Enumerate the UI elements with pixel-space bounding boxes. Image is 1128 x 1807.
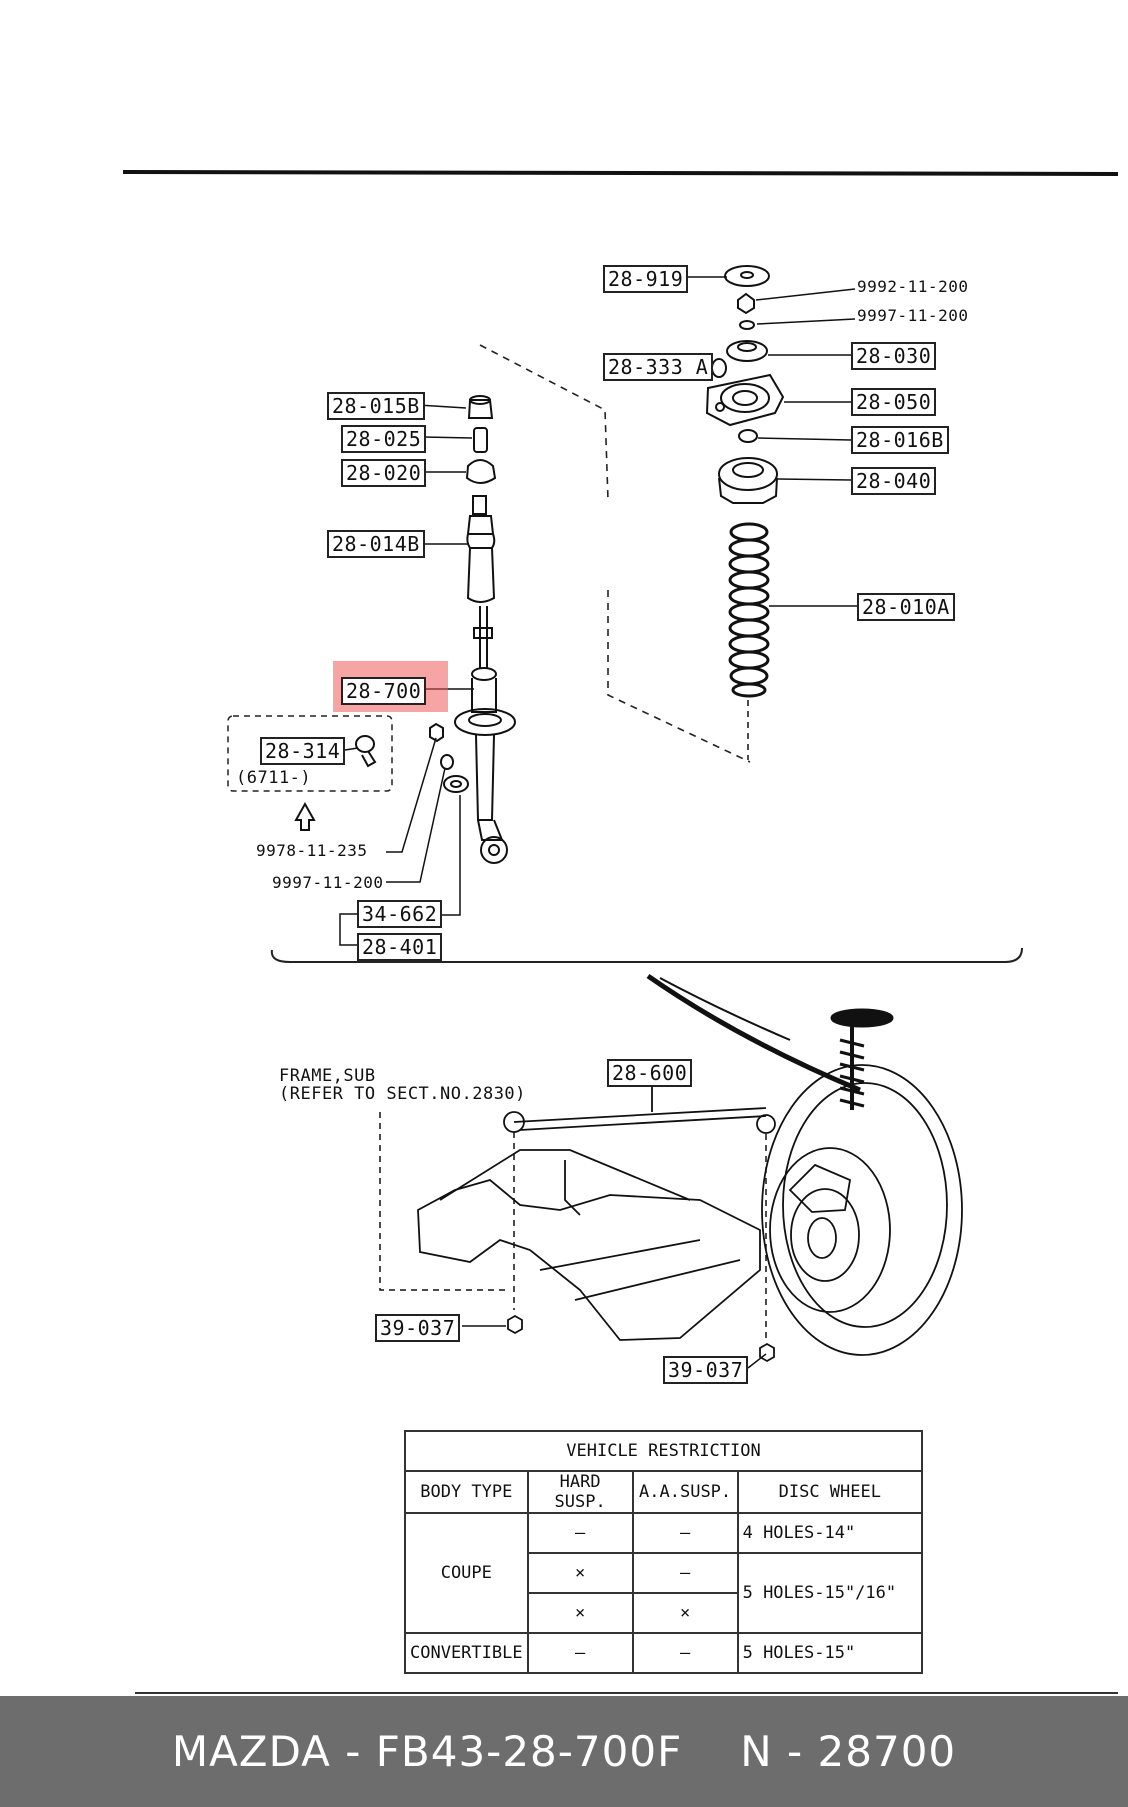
- header-body-type: BODY TYPE: [404, 1470, 529, 1514]
- header-aa-susp: A.A.SUSP.: [631, 1470, 739, 1514]
- cell-wheel: 5 HOLES-15"/16": [736, 1552, 924, 1634]
- table-row: COUPE – – 4 HOLES-14": [404, 1512, 924, 1634]
- header-hard-susp: HARD SUSP.: [526, 1470, 634, 1514]
- part-label-28-015b[interactable]: 28-015B: [327, 392, 425, 420]
- part-label-28-314[interactable]: 28-314: [260, 737, 346, 765]
- cell-aa: –: [631, 1632, 739, 1674]
- rear-strut-assembly: [830, 1008, 894, 1110]
- seat-28-040: [718, 457, 778, 491]
- footer-bar: MAZDA - FB43-28-700F N - 28700: [0, 1696, 1128, 1807]
- frame-note-line2: (REFER TO SECT.NO.2830): [279, 1084, 526, 1104]
- cell-hard: –: [526, 1632, 634, 1674]
- section-bracket: [270, 947, 1023, 963]
- upper-mount-stack: [705, 265, 785, 760]
- arrow-up-icon: [294, 801, 316, 831]
- body-panel: [646, 973, 861, 1093]
- part-label-28-050[interactable]: 28-050: [851, 388, 937, 416]
- part-number-6711: (6711-): [236, 768, 312, 788]
- shock-stack: [294, 395, 516, 864]
- table-title: VEHICLE RESTRICTION: [404, 1430, 923, 1472]
- subframe: [417, 1179, 761, 1341]
- shock-absorber-28-700: [454, 606, 516, 864]
- footer-part-number: MAZDA - FB43-28-700F: [171, 1727, 683, 1776]
- bushing-28-015b: [467, 399, 494, 419]
- subframe-ref: [379, 1112, 506, 1291]
- footer-reference: N - 28700: [740, 1727, 957, 1776]
- part-number-9978-11-235: 9978-11-235: [256, 841, 368, 860]
- option-box-28-314: [227, 715, 393, 792]
- wheel-tire: [761, 1064, 963, 1356]
- strut-group-outline: [479, 344, 751, 763]
- table-row: CONVERTIBLE – – 5 HOLES-15": [404, 1632, 924, 1674]
- table-row: × – 5 HOLES-15"/16": [405, 1552, 924, 1634]
- part-number-9997-11-200-top: 9997-11-200: [857, 306, 969, 325]
- part-number-9992-11-200: 9992-11-200: [857, 277, 969, 296]
- nut-39-037-right: [759, 1342, 775, 1363]
- mount-28-050: [705, 373, 785, 427]
- collar-28-025: [473, 427, 488, 453]
- spring-seat: [454, 708, 516, 736]
- footer-caption: MAZDA - FB43-28-700F N - 28700: [0, 1696, 1128, 1807]
- part-label-28-030[interactable]: 28-030: [851, 342, 937, 370]
- bolt-28-314: [355, 735, 377, 768]
- boot-28-014b: [466, 495, 496, 603]
- part-label-28-025[interactable]: 28-025: [341, 425, 427, 453]
- top-rule: [122, 170, 1119, 176]
- table-row: × ×: [405, 1592, 922, 1634]
- washer-9997-bottom: [440, 754, 454, 770]
- bushing-28-016b: [738, 429, 758, 443]
- car-assembly: [379, 973, 963, 1363]
- part-label-28-040[interactable]: 28-040: [851, 467, 937, 495]
- nut-39-037-left: [507, 1314, 523, 1335]
- part-label-28-020[interactable]: 28-020: [341, 459, 427, 487]
- part-label-28-014b[interactable]: 28-014B: [327, 530, 425, 558]
- brake-disc: [769, 1147, 891, 1313]
- part-label-39-037-left[interactable]: 39-037: [375, 1314, 461, 1342]
- nut-28-333a: [711, 358, 727, 378]
- washer-28-919: [724, 265, 770, 287]
- cell-body-coupe: COUPE: [404, 1512, 529, 1634]
- cell-hard: ×: [526, 1552, 634, 1594]
- cell-hard: ×: [526, 1592, 634, 1634]
- part-label-28-016b[interactable]: 28-016B: [851, 426, 949, 454]
- part-label-28-700[interactable]: 28-700: [341, 677, 427, 705]
- vehicle-restriction-table: VEHICLE RESTRICTION BODY TYPE HARD SUSP.…: [404, 1430, 924, 1674]
- part-label-28-010a[interactable]: 28-010A: [857, 593, 955, 621]
- cell-aa: –: [631, 1512, 739, 1554]
- leaders-right: [686, 276, 857, 607]
- bushing-34-662: [443, 775, 469, 793]
- leaders-lower: [462, 1325, 767, 1369]
- cell-wheel: 4 HOLES-14": [736, 1512, 924, 1554]
- part-label-39-037-right[interactable]: 39-037: [663, 1356, 749, 1384]
- table-header-row: BODY TYPE HARD SUSP. A.A.SUSP. DISC WHEE…: [404, 1470, 924, 1514]
- cell-aa: ×: [631, 1592, 739, 1634]
- cell-hard: –: [526, 1512, 634, 1554]
- bushing-28-030: [726, 340, 768, 362]
- part-number-9997-11-200-bottom: 9997-11-200: [272, 873, 384, 892]
- nut-9992: [737, 292, 755, 315]
- part-label-28-600[interactable]: 28-600: [607, 1059, 693, 1087]
- cell-wheel: 5 HOLES-15": [736, 1632, 924, 1674]
- cell-aa: –: [631, 1552, 739, 1594]
- bolt-9978: [429, 722, 444, 743]
- coil-spring-28-010a: [728, 522, 770, 698]
- header-disc-wheel: DISC WHEEL: [736, 1470, 924, 1514]
- part-label-28-919[interactable]: 28-919: [603, 265, 689, 293]
- cell-body-convertible: CONVERTIBLE: [404, 1632, 529, 1674]
- frame-note-line1: FRAME,SUB: [279, 1066, 376, 1086]
- bumper-28-020: [465, 459, 497, 484]
- part-label-28-333a[interactable]: 28-333 A: [603, 353, 714, 381]
- washer-9997-top: [739, 320, 755, 330]
- stabilizer-bar-28-600: [513, 1107, 767, 1123]
- part-label-28-401[interactable]: 28-401: [357, 933, 443, 961]
- part-label-34-662[interactable]: 34-662: [357, 900, 443, 928]
